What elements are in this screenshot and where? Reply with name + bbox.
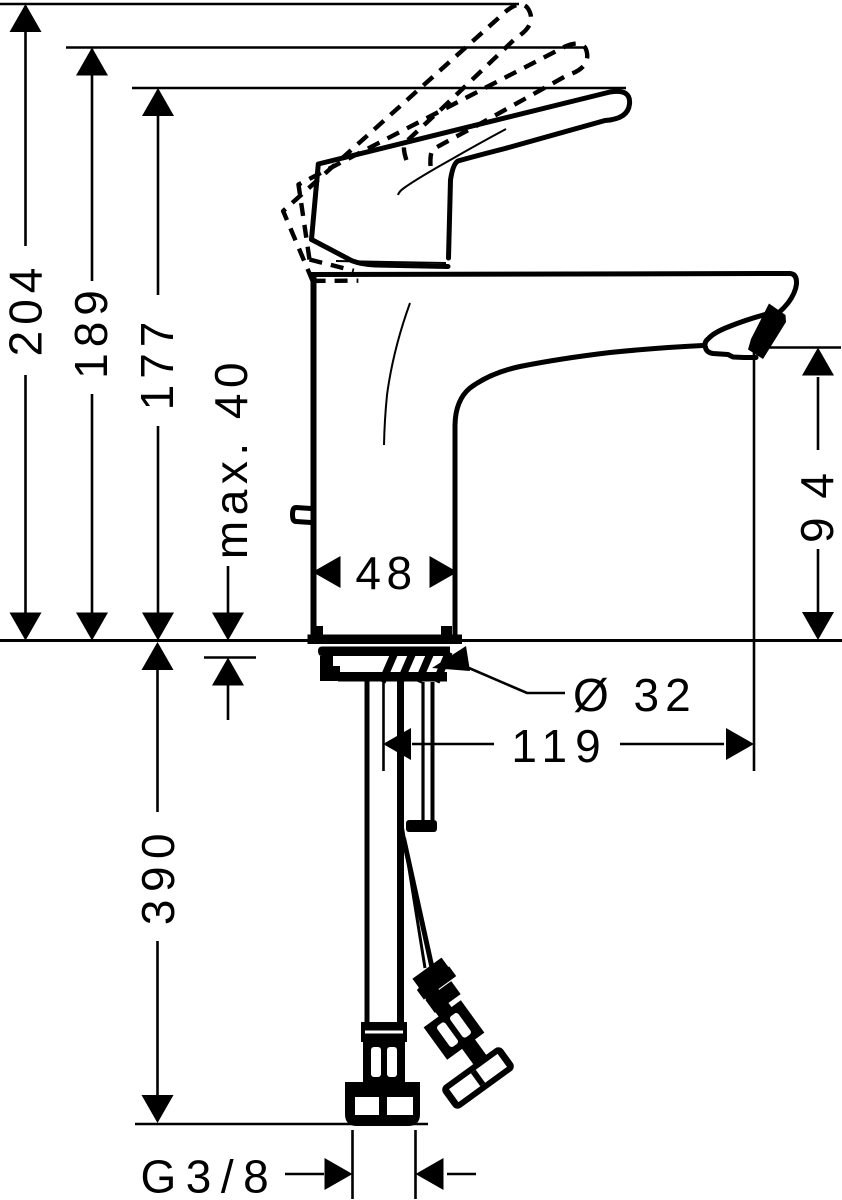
svg-text:max. 40: max. 40	[205, 357, 257, 559]
svg-text:204: 204	[0, 262, 51, 357]
svg-text:G3/8: G3/8	[141, 1151, 279, 1200]
svg-text:9 4: 9 4	[791, 470, 842, 543]
svg-text:119: 119	[511, 720, 608, 772]
svg-text:189: 189	[65, 284, 117, 379]
svg-text:Ø 32: Ø 32	[573, 669, 697, 721]
svg-text:390: 390	[132, 826, 184, 925]
svg-text:48: 48	[355, 547, 417, 599]
svg-text:177: 177	[131, 316, 183, 411]
